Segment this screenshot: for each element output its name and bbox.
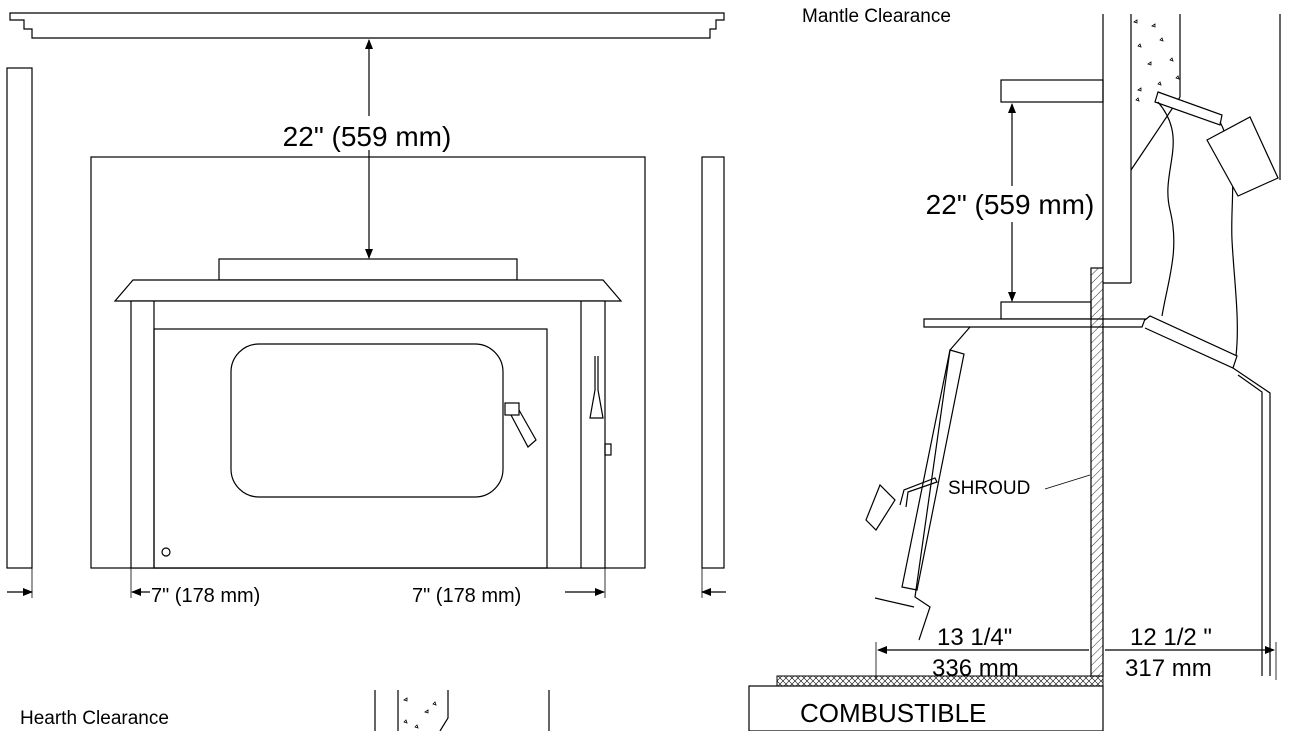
front-stove-body — [130, 300, 606, 569]
combustible-label: COMBUSTIBLE — [800, 698, 986, 728]
front-mantle-shelf — [9, 12, 725, 39]
front-right-side-trim — [701, 156, 725, 569]
shroud-panel — [1090, 267, 1104, 677]
front-hearth-inches: 13 1/4" — [937, 624, 1012, 651]
rear-hearth-mm: 317 mm — [1125, 655, 1212, 682]
flue-liner — [1157, 101, 1175, 317]
front-stove-glass — [230, 343, 504, 498]
concrete-speckle-icon — [403, 697, 437, 729]
shroud-label: SHROUD — [948, 478, 1030, 499]
front-stove-door — [153, 328, 548, 569]
front-left-side-trim — [6, 67, 33, 569]
side-mantle-dimension: 22" (559 mm) — [926, 189, 1095, 220]
front-stove-top-plate — [113, 279, 623, 302]
door-knob-icon — [161, 547, 171, 557]
right-side-dimension: 7" (178 mm) — [412, 585, 521, 607]
left-side-dimension: 7" (178 mm) — [151, 585, 260, 607]
mantle-clearance-title: Mantle Clearance — [802, 6, 951, 27]
hearth-clearance-title: Hearth Clearance — [20, 708, 169, 729]
side-view: Mantle Clearance 22" (559 mm) — [748, 6, 1281, 732]
combustible-floor-protection — [776, 675, 1104, 687]
rear-hearth-inches: 12 1/2 " — [1130, 624, 1212, 651]
front-view: 22" (559 mm) 7" (178 mm) 7" (178 mm) — [6, 12, 726, 607]
concrete-speckle-icon — [1133, 19, 1180, 102]
side-stove-body — [914, 326, 971, 641]
side-handle-icon — [865, 477, 938, 531]
door-handle-icon — [504, 402, 537, 448]
hearth-clearance-section: Hearth Clearance — [20, 690, 550, 732]
side-mantle — [1000, 79, 1104, 103]
front-mantle-dimension: 22" (559 mm) — [283, 121, 452, 152]
side-lever-icon — [589, 356, 612, 456]
front-stove-top-collar — [218, 258, 518, 281]
